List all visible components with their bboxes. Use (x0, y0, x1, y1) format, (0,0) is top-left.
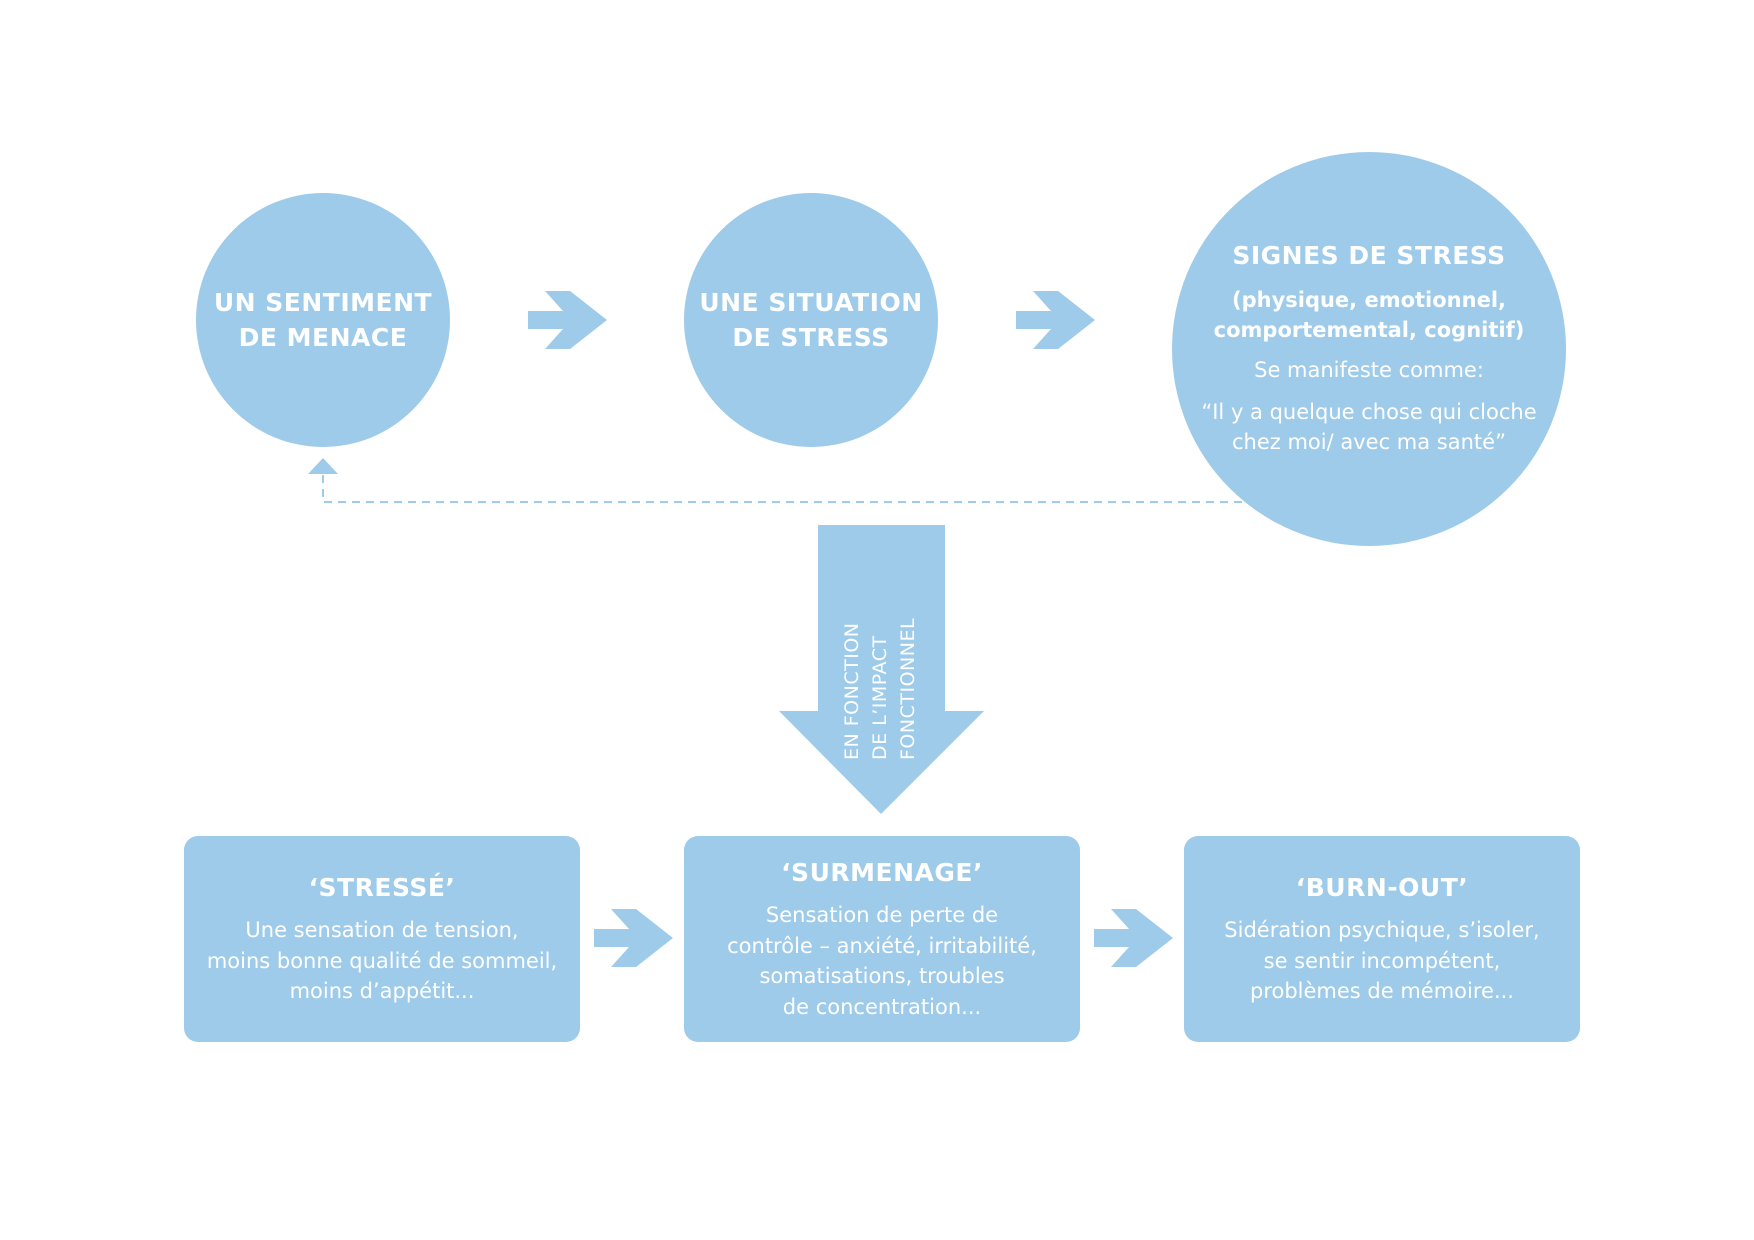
circle-title: SIGNES DE STRESS (1232, 241, 1506, 270)
circle-quote: “Il y a quelque chose qui cloche chez mo… (1201, 400, 1537, 454)
feedback-dashed-line (322, 474, 1242, 503)
box-text: Une sensation de tension, moins bonne qu… (206, 918, 558, 1004)
box-text: Sensation de perte de contrôle – anxiété… (727, 903, 1037, 1019)
box-title: ‘STRESSÉ’ (308, 873, 456, 903)
box-text: Sidération psychique, s’isoler, se senti… (1224, 918, 1540, 1004)
box-surmenage: ‘SURMENAGE’ Sensation de perte de contrô… (684, 836, 1080, 1042)
circle-subtitle: (physique, emotionnel, comportemental, c… (1213, 288, 1525, 342)
box-title: ‘SURMENAGE’ (781, 858, 983, 887)
right-arrow-icon (1016, 291, 1095, 349)
circle-sentiment-de-menace: UN SENTIMENT DE MENACE (196, 193, 450, 447)
right-arrow-icon (594, 909, 673, 967)
right-arrow-icon (528, 291, 607, 349)
circle-title: UN SENTIMENT DE MENACE (213, 288, 433, 352)
box-title: ‘BURN-OUT’ (1295, 873, 1469, 903)
circle-title: UNE SITUATION DE STRESS (699, 288, 923, 352)
box-burn-out: ‘BURN-OUT’ Sidération psychique, s’isole… (1184, 836, 1580, 1042)
circle-signes-de-stress: SIGNES DE STRESS (physique, emotionnel, … (1172, 152, 1566, 546)
circle-text: Se manifeste comme: (1254, 358, 1484, 382)
down-arrow-label: EN FONCTION DE L’IMPACT FONCTIONNEL (841, 617, 919, 760)
right-arrow-icon (1094, 909, 1173, 967)
down-arrow-label-container: EN FONCTION DE L’IMPACT FONCTIONNEL (840, 562, 920, 760)
circle-situation-de-stress: UNE SITUATION DE STRESS (684, 193, 938, 447)
up-arrow-icon (308, 458, 338, 474)
box-stresse: ‘STRESSÉ’ Une sensation de tension, moin… (184, 836, 580, 1042)
